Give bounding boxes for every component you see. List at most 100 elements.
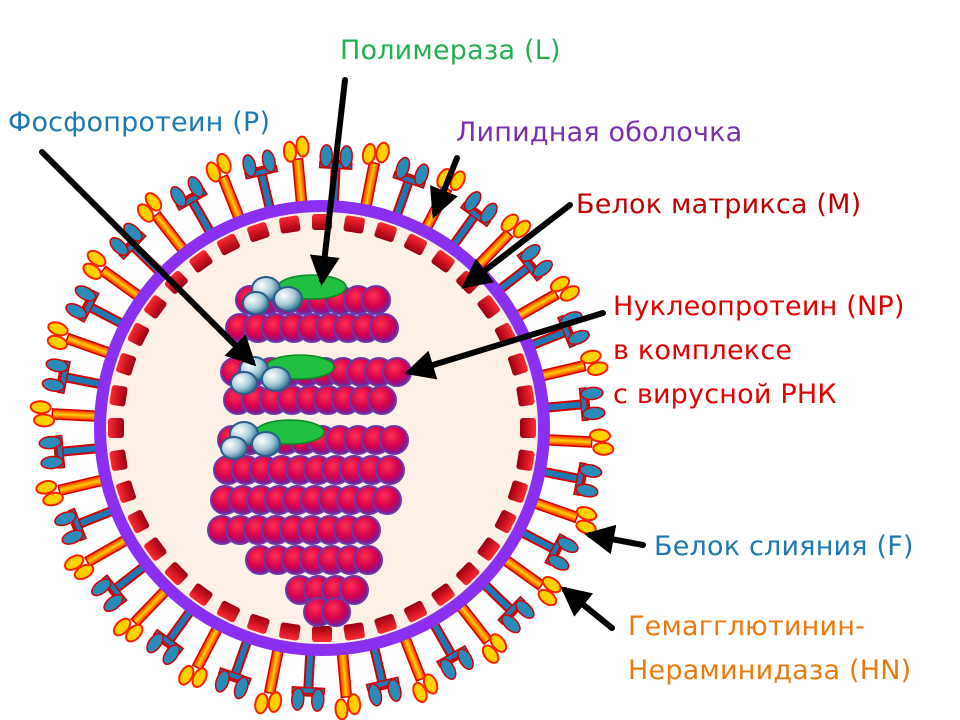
arrow-phosphoprotein xyxy=(39,149,257,367)
hn-head xyxy=(42,491,64,507)
matrix-block xyxy=(431,250,455,273)
hn-spike xyxy=(136,192,190,256)
matrix-block xyxy=(520,418,536,438)
matrix-block xyxy=(431,583,455,606)
hn-head xyxy=(537,588,558,607)
hn-spike xyxy=(513,275,581,323)
hn-head xyxy=(35,480,58,495)
hn-spike xyxy=(35,474,107,507)
fusion-leaf xyxy=(579,463,603,478)
fusion-leaf xyxy=(233,676,249,700)
hn-spike xyxy=(82,249,145,303)
pointer-arrows xyxy=(39,77,646,631)
fusion-leaf xyxy=(291,687,305,711)
hn-spike xyxy=(359,141,390,211)
label-phosphoprotein: Фосфопротеин (P) xyxy=(8,107,271,138)
hn-head xyxy=(586,361,609,376)
hn-head xyxy=(512,219,532,239)
fusion-spike xyxy=(539,461,603,498)
fusion-leaf xyxy=(261,149,276,173)
fusion-leaf xyxy=(109,237,129,257)
fusion-leaf xyxy=(463,191,482,212)
hn-spike xyxy=(29,400,100,428)
matrix-block xyxy=(127,510,150,534)
matrix-block xyxy=(279,622,301,641)
fusion-spike xyxy=(38,434,101,470)
fusion-spike xyxy=(428,619,474,680)
hn-stalk xyxy=(398,633,427,682)
fusion-leaf xyxy=(54,510,77,527)
np-bead xyxy=(361,285,391,315)
hn-head xyxy=(191,667,208,689)
fusion-leaf xyxy=(319,144,334,168)
arrow-polymerase xyxy=(309,77,348,286)
np-bead xyxy=(321,597,351,627)
matrix-block xyxy=(247,613,270,634)
fusion-spike xyxy=(214,636,253,700)
fusion-leaf xyxy=(414,163,430,187)
label-lipid-envelope: Липидная оболочка xyxy=(456,117,743,148)
hn-head xyxy=(489,633,508,653)
np-bead xyxy=(353,545,383,575)
matrix-block xyxy=(312,626,332,642)
matrix-block xyxy=(144,295,167,319)
matrix-block xyxy=(216,600,240,623)
hn-spike xyxy=(499,553,562,607)
label-hn-1: Гемагглютинин- xyxy=(628,611,866,642)
hn-stalk xyxy=(64,332,114,360)
fusion-leaf xyxy=(575,483,599,498)
matrix-block xyxy=(456,562,480,586)
np-bead xyxy=(351,515,381,545)
hn-head xyxy=(178,664,195,686)
hn-stalk xyxy=(359,161,381,211)
matrix-block xyxy=(507,353,528,376)
hn-head xyxy=(47,321,69,337)
hn-head xyxy=(295,135,310,158)
fusion-leaf xyxy=(567,329,590,346)
label-nucleoprotein-1: Нуклеопротеин (NP) xyxy=(613,291,905,322)
matrix-block xyxy=(127,322,150,346)
matrix-block xyxy=(116,480,137,503)
hn-head xyxy=(592,441,615,456)
matrix-block xyxy=(477,537,500,561)
np-bead xyxy=(339,575,369,605)
hn-spike xyxy=(454,600,508,664)
hn-head xyxy=(112,617,132,637)
matrix-block xyxy=(247,222,270,243)
hn-head xyxy=(282,140,297,163)
fusion-spike xyxy=(448,191,498,250)
fusion-leaf xyxy=(242,154,257,178)
matrix-block xyxy=(516,449,535,471)
fusion-spike xyxy=(291,650,326,712)
fusion-spike xyxy=(170,176,216,237)
hn-head xyxy=(46,334,69,350)
hn-head xyxy=(549,275,571,293)
matrix-block xyxy=(404,600,428,623)
phospho-bead xyxy=(273,286,303,312)
fusion-spike xyxy=(91,561,150,613)
hn-stalk xyxy=(530,496,580,524)
hn-head xyxy=(33,413,56,428)
fusion-leaf xyxy=(103,594,124,613)
fusion-leaf xyxy=(395,156,411,180)
phospho-bead xyxy=(220,436,248,460)
fusion-leaf xyxy=(457,648,474,670)
fusion-leaf xyxy=(339,145,353,169)
matrix-block xyxy=(477,295,500,319)
np-bead xyxy=(382,357,412,387)
arrow-lipid-envelope xyxy=(429,155,460,219)
fusion-leaf xyxy=(439,658,457,680)
hn-head xyxy=(361,143,377,165)
np-bead xyxy=(375,455,405,485)
matrix-block xyxy=(116,353,137,376)
fusion-leaf xyxy=(582,406,606,421)
hn-head xyxy=(73,563,95,581)
fusion-spike xyxy=(242,149,279,213)
matrix-block xyxy=(374,222,397,243)
matrix-block xyxy=(343,622,365,641)
fusion-spike xyxy=(479,579,535,634)
matrix-block xyxy=(109,449,128,471)
hn-head xyxy=(412,681,428,704)
hn-head xyxy=(82,262,103,280)
